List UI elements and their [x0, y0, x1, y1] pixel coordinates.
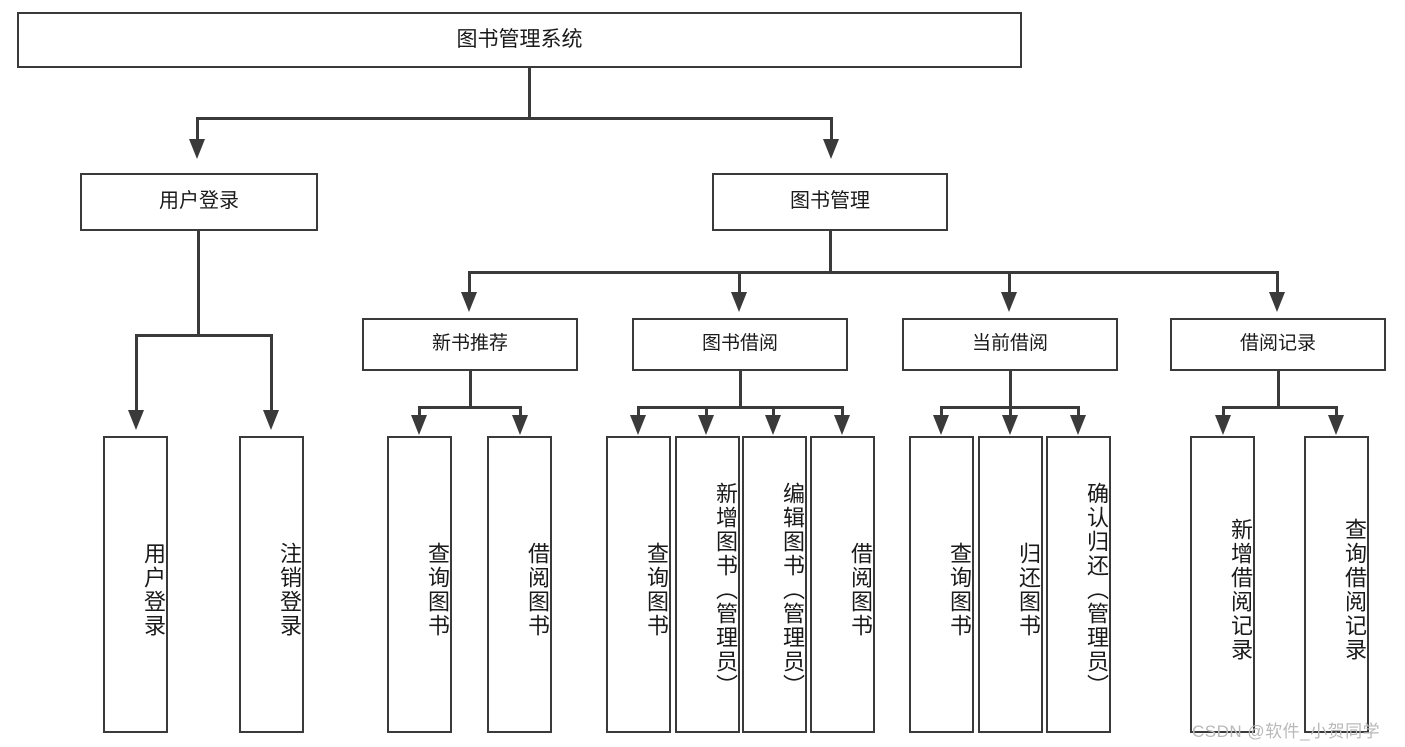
connector-level2-bus — [468, 271, 1279, 274]
node-root-system[interactable]: 图书管理系统 — [17, 12, 1022, 68]
connector-to-current-borrow — [1008, 271, 1011, 294]
node-label: 用户登录 — [141, 541, 166, 638]
connector-user-login-stem — [197, 230, 200, 336]
node-label: 查询图书 — [425, 541, 450, 638]
arrowhead-leaf-user-login — [128, 410, 144, 430]
node-label: 当前借阅 — [971, 333, 1048, 355]
connector-to-book-manage — [830, 117, 833, 141]
arrowhead-leaf-logout — [263, 410, 279, 430]
node-label: 借阅记录 — [1239, 333, 1316, 355]
node-book-borrow[interactable]: 图书借阅 — [632, 318, 848, 371]
leaf-add-book-admin[interactable]: 新增图书（管理员） — [675, 436, 740, 733]
node-label: 新增借阅记录 — [1228, 517, 1253, 662]
arrowhead-leaf-borrow-book-1 — [512, 415, 528, 435]
node-label: 查询图书 — [644, 541, 669, 638]
node-label: 新增图书（管理员） — [713, 481, 738, 698]
connector-book-borrow-drop-1 — [637, 406, 640, 418]
leaf-query-book-borrow[interactable]: 查询图书 — [606, 436, 671, 733]
connector-new-book-bus — [418, 406, 522, 409]
arrowhead-leaf-return-book — [1002, 415, 1018, 435]
node-label: 确认归还（管理员） — [1084, 481, 1109, 698]
connector-borrow-record-drop-2 — [1335, 406, 1338, 418]
node-current-borrow[interactable]: 当前借阅 — [902, 318, 1118, 371]
connector-borrow-record-drop-1 — [1222, 406, 1225, 418]
arrowhead-leaf-query-book-1 — [411, 415, 427, 435]
leaf-query-borrow-record[interactable]: 查询借阅记录 — [1304, 436, 1369, 733]
arrowhead-borrow-record — [1269, 292, 1285, 312]
connector-to-book-borrow — [738, 271, 741, 294]
connector-current-borrow-stem — [1009, 370, 1012, 408]
arrowhead-leaf-query-book-3 — [933, 415, 949, 435]
leaf-return-book[interactable]: 归还图书 — [978, 436, 1043, 733]
connector-new-book-drop-2 — [519, 406, 522, 418]
node-new-book-recommend[interactable]: 新书推荐 — [362, 318, 578, 371]
connector-user-login-drop-2 — [270, 334, 273, 412]
node-label: 图书管理系统 — [456, 27, 583, 51]
arrowhead-leaf-add-record — [1215, 415, 1231, 435]
leaf-logout[interactable]: 注销登录 — [239, 436, 304, 733]
arrowhead-leaf-edit-book — [765, 415, 781, 435]
node-label: 编辑图书（管理员） — [780, 481, 805, 698]
leaf-borrow-book[interactable]: 借阅图书 — [810, 436, 875, 733]
connector-book-borrow-stem — [739, 370, 742, 408]
node-label: 借阅图书 — [848, 541, 873, 638]
leaf-edit-book-admin[interactable]: 编辑图书（管理员） — [742, 436, 807, 733]
connector-borrow-record-bus — [1222, 406, 1338, 409]
connector-book-borrow-drop-4 — [841, 406, 844, 418]
connector-book-borrow-drop-2 — [705, 406, 708, 418]
arrowhead-leaf-query-book-2 — [630, 415, 646, 435]
node-user-login[interactable]: 用户登录 — [80, 173, 318, 231]
node-label: 用户登录 — [159, 190, 239, 213]
connector-root-stem — [528, 66, 531, 119]
connector-current-borrow-drop-3 — [1077, 406, 1080, 418]
node-label: 图书管理 — [790, 190, 870, 213]
arrowhead-current-borrow — [1001, 292, 1017, 312]
node-borrow-record[interactable]: 借阅记录 — [1170, 318, 1386, 371]
connector-to-new-book — [468, 271, 471, 294]
leaf-borrow-book-newbook[interactable]: 借阅图书 — [487, 436, 552, 733]
node-label: 查询借阅记录 — [1342, 517, 1367, 662]
connector-current-borrow-drop-1 — [940, 406, 943, 418]
node-label: 借阅图书 — [525, 541, 550, 638]
leaf-add-borrow-record[interactable]: 新增借阅记录 — [1190, 436, 1255, 733]
connector-new-book-stem — [469, 370, 472, 408]
node-label: 图书借阅 — [701, 333, 778, 355]
connector-to-borrow-record — [1276, 271, 1279, 294]
connector-user-login-bus — [135, 334, 273, 337]
leaf-query-book-current[interactable]: 查询图书 — [909, 436, 974, 733]
arrowhead-leaf-query-record — [1328, 415, 1344, 435]
node-label: 新书推荐 — [431, 333, 508, 355]
node-label: 归还图书 — [1016, 541, 1041, 638]
leaf-user-login[interactable]: 用户登录 — [103, 436, 168, 733]
arrowhead-book-borrow — [731, 292, 747, 312]
connector-new-book-drop-1 — [418, 406, 421, 418]
node-label: 注销登录 — [277, 541, 302, 638]
connector-book-manage-stem — [829, 230, 832, 273]
connector-book-borrow-bus — [637, 406, 844, 409]
arrowhead-leaf-confirm-return — [1070, 415, 1086, 435]
node-label: 查询图书 — [947, 541, 972, 638]
arrowhead-book-manage — [823, 139, 839, 159]
arrowhead-user-login — [189, 139, 205, 159]
connector-borrow-record-stem — [1277, 370, 1280, 408]
connector-to-user-login — [196, 117, 199, 141]
arrowhead-new-book — [461, 292, 477, 312]
arrowhead-leaf-add-book — [698, 415, 714, 435]
connector-user-login-drop-1 — [135, 334, 138, 412]
connector-book-borrow-drop-3 — [772, 406, 775, 418]
arrowhead-leaf-borrow-book-2 — [834, 415, 850, 435]
leaf-query-book-newbook[interactable]: 查询图书 — [387, 436, 452, 733]
node-book-manage[interactable]: 图书管理 — [712, 173, 948, 231]
leaf-confirm-return-admin[interactable]: 确认归还（管理员） — [1046, 436, 1111, 733]
connector-level1-bus — [196, 117, 833, 120]
connector-current-borrow-drop-2 — [1009, 406, 1012, 418]
